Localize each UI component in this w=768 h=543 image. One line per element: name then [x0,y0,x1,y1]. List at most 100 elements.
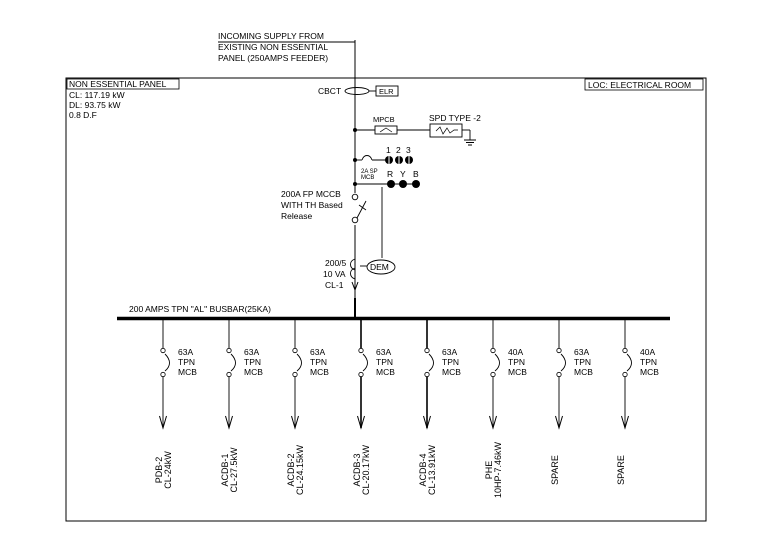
mcb-contact-top [160,347,166,354]
busbar-label: 200 AMPS TPN "AL" BUSBAR(25KA) [129,304,271,314]
mccb-blade [356,200,367,219]
mcb-rating: 63A [574,347,589,357]
phase-number-2: 2 [396,145,401,155]
metering-section: 200/5 10 VA CL-1 DEM [323,187,396,292]
mcb-rating: 40A [640,347,655,357]
mcb-poles: TPN [508,357,525,367]
elr-label: ELR [379,87,394,96]
mcb-arc-symbol [428,353,434,372]
feeder-arrow-icon [357,415,365,430]
ct-label-2: 10 VA [323,269,346,279]
mcb-contact-top [226,347,232,354]
feeder-name: PDB-2 [154,457,164,484]
incoming-line-2: EXISTING NON ESSENTIAL [218,42,328,52]
mcb-contact-top [556,347,562,354]
location-box [584,78,704,91]
mcb-arc-symbol [626,353,632,372]
feeder-name: PHE [484,461,494,480]
panel-name-box [66,78,180,90]
feeder-arrow-icon [423,415,431,430]
feeder-load: CL-24.15kW [295,444,305,495]
feeder-name: SPARE [550,455,560,485]
mcb-contact-bottom [358,371,364,378]
panel-connected-load: CL: 117.19 kW [69,90,125,100]
mcb-rating: 63A [178,347,193,357]
mcb-contact-bottom [160,371,166,378]
cbct-label: CBCT [318,86,341,96]
mpcb-symbol-mark [379,127,393,133]
mcb-contact-top [622,347,628,354]
mccb-label-1: 200A FP MCCB [281,189,341,199]
indication-lamp-b [412,180,420,188]
feeder-name: ACDB-3 [352,453,362,486]
mcb-rating: 63A [442,347,457,357]
mcb-poles: TPN [442,357,459,367]
location-label: LOC: ELECTRICAL ROOM [588,80,691,90]
feeder-load: CL-13.91kW [427,444,437,495]
main-mccb: 200A FP MCCB WITH TH Based Release [281,189,367,225]
feeder-arrow-icon [489,415,497,430]
mpcb-spd: MPCB SPD TYPE -2 [353,113,481,146]
indication-section: 1 2 3 2A SP MCB R Y B [353,145,420,188]
panel-border [65,77,707,522]
mcb-type: MCB [178,367,197,377]
phase-letter-b: B [413,169,419,179]
feeder-load: 10HP-7.46kW [493,441,503,498]
mcb-contact-bottom [424,371,430,378]
panel-demand-load: DL: 93.75 kW [69,100,121,110]
mcb-poles: TPN [244,357,261,367]
mcb-type: MCB [310,367,329,377]
mcb-type: MCB [508,367,527,377]
mcb-arc-symbol [230,353,236,372]
panel-diversity-factor: 0.8 D.F [69,110,97,120]
mcb-type: MCB [640,367,659,377]
mcb-arc-symbol [164,353,170,372]
feeder-name: SPARE [616,455,626,485]
spd-box [429,123,463,138]
mcb-rating: 63A [376,347,391,357]
dem-meter [366,259,396,275]
mcb-type: MCB [442,367,461,377]
panel-name: NON ESSENTIAL PANEL [69,79,167,89]
mccb-contact-bottom [351,216,359,224]
feeder-load: CL-24kW [163,451,173,489]
incoming-supply: INCOMING SUPPLY FROM EXISTING NON ESSENT… [218,31,356,78]
ct-label-1: 200/5 [325,258,347,268]
feeder-arrow-icon [621,415,629,430]
mccb-trip-mark [358,204,367,211]
feeder-arrow-icon [159,415,167,430]
fuse-symbols [385,156,413,164]
mcb-contact-bottom [622,371,628,378]
mcb-type: MCB [244,367,263,377]
cbct-symbol [344,87,370,95]
phase-number-3: 3 [406,145,411,155]
feeder-name: ACDB-1 [220,453,230,486]
phase-letter-y: Y [400,169,406,179]
location-tag: LOC: ELECTRICAL ROOM [584,78,704,91]
mcb-contact-top [358,347,364,354]
dem-label: DEM [370,262,389,272]
phase-letter-r: R [387,169,393,179]
mccb-gap [351,193,360,225]
mcb-contact-top [292,347,298,354]
feeder-load: CL-27.5kW [229,447,239,493]
indication-lamp-y [399,180,407,188]
mcb-contact-bottom [556,371,562,378]
mcb-arc-symbol [494,353,500,372]
incoming-line-3: PANEL (250AMPS FEEDER) [218,53,328,63]
feeder-arrow-icon [555,415,563,430]
mcb-poles: TPN [376,357,393,367]
ct-label-3: CL-1 [325,280,344,290]
cbct-elr: CBCT ELR [318,85,399,97]
mcb-rating: 63A [310,347,325,357]
mcb-contact-bottom [226,371,232,378]
mcb-contact-top [424,347,430,354]
